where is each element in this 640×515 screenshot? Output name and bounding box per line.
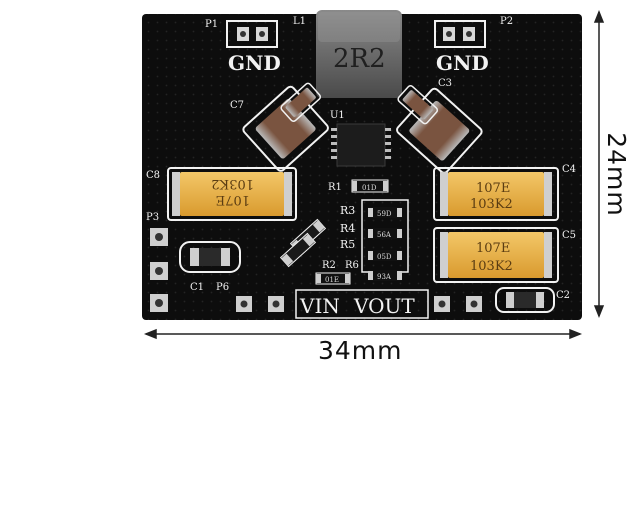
label-c5: C5 — [562, 230, 576, 241]
label-gnd-right: GND — [436, 51, 489, 75]
tantalum-left-line2: 103K2 — [211, 176, 254, 191]
label-c4: C4 — [562, 164, 576, 175]
width-label: 34mm — [318, 336, 403, 365]
label-r1: R1 — [328, 182, 342, 193]
capacitor-c2: C2 — [495, 287, 570, 313]
tantalum-capacitor-bottom-right: 107E 103K2 C5 — [433, 227, 576, 283]
inductor-marking: 2R2 — [333, 44, 386, 74]
resistor-r1: 01D — [351, 179, 389, 193]
label-l1: L1 — [293, 16, 306, 27]
resistor-r5-code: 05D — [377, 253, 392, 261]
label-c1: C1 — [190, 282, 204, 293]
label-r3: R3 — [340, 204, 355, 217]
capacitor-small-left — [280, 82, 322, 122]
label-r2: R2 — [322, 260, 336, 271]
resistor-r4-code: 56A — [377, 231, 392, 239]
resistor-r6: 01E — [315, 272, 351, 285]
resistor-r4: 56A — [368, 228, 402, 239]
small-capacitor-diagonal-2 — [279, 232, 317, 268]
label-c8: C8 — [146, 170, 160, 181]
tantalum-bottom-right-line2: 103K2 — [470, 259, 513, 274]
width-dimension-line — [143, 328, 583, 340]
label-c2: C2 — [556, 290, 570, 301]
resistor-r5: 05D — [368, 250, 402, 261]
label-u1: U1 — [330, 110, 345, 121]
label-r6: R6 — [345, 260, 359, 271]
inductor: 2R2 — [316, 10, 402, 98]
label-vout: VOUT — [353, 294, 415, 318]
resistor-r1-code: 01D — [362, 184, 377, 192]
label-c7: C7 — [230, 100, 244, 111]
height-label: 24mm — [601, 132, 631, 217]
resistor-column: 01D R1 59D R3 56A R4 R5 05D 93A R2 R6 — [315, 179, 409, 285]
height-dimension-line — [593, 9, 605, 319]
capacitor-c1: C1 — [179, 241, 241, 293]
label-p3: P3 — [146, 212, 159, 223]
gnd-header-right: P2 GND — [434, 16, 513, 75]
resistor-r3: 59D — [368, 207, 402, 218]
resistor-r3-code: 59D — [377, 210, 392, 218]
tantalum-bottom-right-line1: 107E — [476, 241, 510, 256]
gnd-header-left: P1 L1 GND — [205, 16, 306, 75]
label-r4: R4 — [340, 222, 355, 235]
vin-vout-outline — [295, 289, 429, 319]
tantalum-left-line1: 107E — [216, 192, 250, 207]
label-r5: R5 — [340, 238, 355, 251]
label-gnd-left: GND — [228, 51, 281, 75]
header-p6: P6 — [216, 282, 482, 312]
capacitor-c3 — [397, 85, 439, 125]
header-p3: P3 — [146, 212, 168, 312]
ic-u1: U1 — [330, 110, 391, 167]
tantalum-top-right-line1: 107E — [476, 181, 510, 196]
resistor-r2: 93A — [368, 270, 402, 281]
tantalum-top-right-line2: 103K2 — [470, 197, 513, 212]
tantalum-capacitor-left: 107E 103K2 C8 — [146, 167, 297, 221]
label-c3: C3 — [438, 78, 452, 89]
label-p1: P1 — [205, 19, 218, 30]
resistor-r6-code: 01E — [325, 276, 339, 284]
tantalum-capacitor-top-right: 107E 103K2 C4 — [433, 164, 576, 221]
label-vin: VIN — [299, 294, 340, 318]
label-p2: P2 — [500, 16, 513, 27]
label-p6: P6 — [216, 282, 229, 293]
resistor-r2-code: 93A — [377, 273, 392, 281]
